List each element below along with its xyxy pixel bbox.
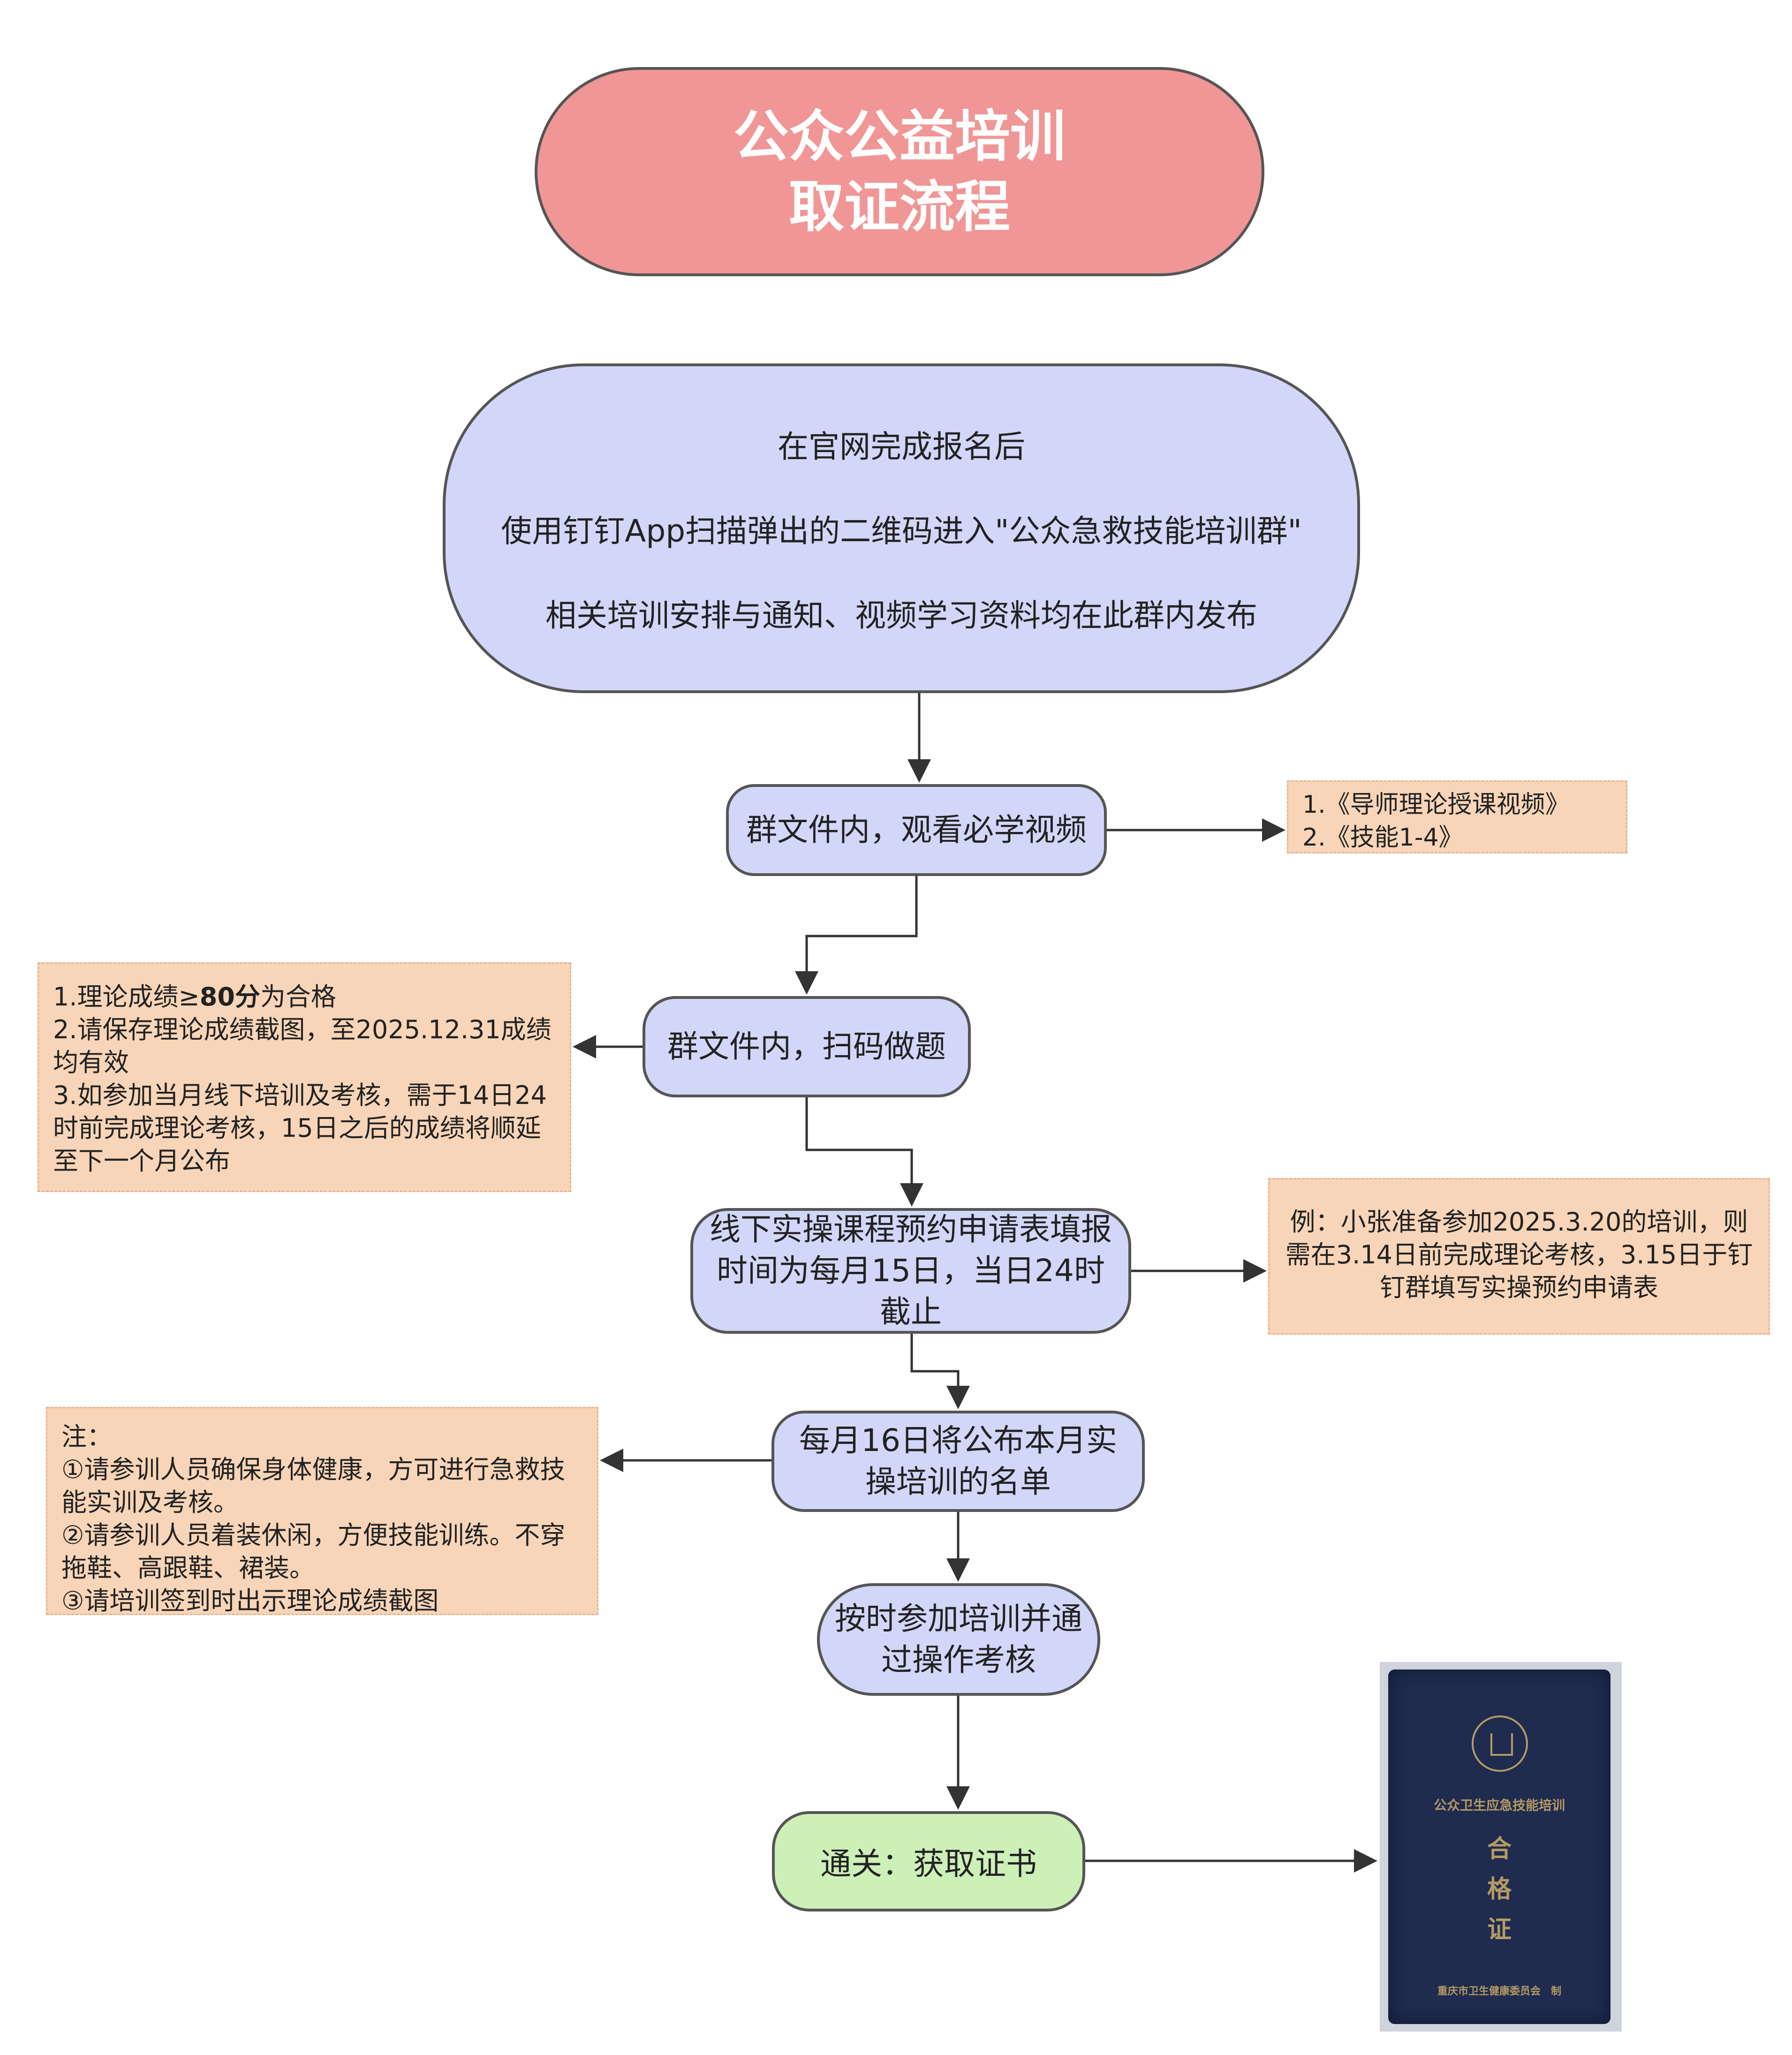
- example-line3: 钉群填写实操预约申请表: [1380, 1273, 1658, 1302]
- title-line2: 取证流程: [788, 174, 1010, 239]
- step-publish-line2: 操培训的名单: [865, 1464, 1051, 1500]
- example-line2: 需在3.14日前完成理论考核，3.15日于钉: [1285, 1240, 1753, 1269]
- attention-heading: 注：: [61, 1422, 112, 1451]
- certificate-issuer: 重庆市卫生健康委员会 制: [1437, 1985, 1561, 1997]
- step-booking: 线下实操课程预约申请表填报 时间为每月15日，当日24时 截止: [690, 1208, 1131, 1334]
- attention-line3: ②请参训人员着装休闲，方便技能训练。不穿: [61, 1520, 566, 1550]
- example-line1: 例：小张准备参加2025.3.20的培训，则: [1290, 1207, 1748, 1237]
- intro-step: 在官网完成报名后 使用钉钉App扫描弹出的二维码进入"公众急救技能培训群" 相关…: [443, 363, 1360, 693]
- flow-title: 公众公益培训 取证流程: [535, 67, 1264, 276]
- step-attend-line2: 过操作考核: [881, 1642, 1036, 1678]
- title-line1: 公众公益培训: [733, 104, 1066, 169]
- note-score-rules: 1.理论成绩≥80分为合格 2.请保存理论成绩截图，至2025.12.31成绩 …: [38, 962, 571, 1192]
- step-final-label: 通关：获取证书: [820, 1846, 1037, 1882]
- intro-line3: 相关培训安排与通知、视频学习资料均在此群内发布: [545, 597, 1257, 634]
- score-rule-3-cont: 时前完成理论考核，15日之后的成绩将顺延: [53, 1113, 541, 1143]
- attention-line4: 拖鞋、高跟鞋、裙装。: [61, 1553, 315, 1583]
- certificate-title-char-3: 证: [1487, 1915, 1512, 1944]
- score-rule-3-end: 至下一个月公布: [53, 1146, 230, 1176]
- certificate-title: 合 格 证: [1388, 1829, 1611, 1950]
- step-publish-list: 每月16日将公布本月实 操培训的名单: [771, 1411, 1145, 1512]
- step-scan-quiz: 群文件内，扫码做题: [643, 996, 971, 1097]
- score-rule-1: 1.理论成绩≥80分为合格: [53, 981, 570, 1013]
- step-booking-line3: 截止: [880, 1294, 942, 1330]
- certificate-title-char-1: 合: [1487, 1835, 1512, 1863]
- certificate-title-char-2: 格: [1487, 1875, 1512, 1904]
- attention-line5: ③请培训签到时出示理论成绩截图: [61, 1586, 439, 1616]
- video-item-1: 1.《导师理论授课视频》: [1302, 791, 1570, 819]
- step-attend-training: 按时参加培训并通 过操作考核: [817, 1583, 1100, 1696]
- note-example: 例：小张准备参加2025.3.20的培训，则 需在3.14日前完成理论考核，3.…: [1268, 1178, 1770, 1335]
- step-booking-line1: 线下实操课程预约申请表填报: [710, 1211, 1112, 1247]
- score-rule-1-suffix: 为合格: [260, 982, 336, 1012]
- score-rule-1-threshold: 80分: [199, 982, 260, 1012]
- step-publish-line1: 每月16日将公布本月实: [799, 1422, 1117, 1458]
- emblem-icon: [1472, 1715, 1528, 1772]
- step-attend-line1: 按时参加培训并通: [835, 1601, 1082, 1637]
- connector-quiz-to-booking: [805, 1097, 923, 1207]
- certificate-booklet: 公众卫生应急技能培训 合 格 证 重庆市卫生健康委员会 制: [1388, 1670, 1611, 2024]
- step-watch-videos: 群文件内，观看必学视频: [726, 784, 1107, 876]
- score-rule-3: 3.如参加当月线下培训及考核，需于14日24: [53, 1080, 547, 1110]
- step-get-certificate: 通关：获取证书: [772, 1811, 1085, 1911]
- note-attention: 注： ①请参训人员确保身体健康，方可进行急救技 能实训及考核。 ②请参训人员着装…: [46, 1407, 598, 1616]
- step-watch-videos-label: 群文件内，观看必学视频: [746, 812, 1087, 848]
- connector-videos-to-quiz: [795, 876, 918, 995]
- score-rule-2-cont: 均有效: [53, 1048, 129, 1077]
- intro-line1: 在官网完成报名后: [778, 428, 1025, 465]
- attention-line2: 能实训及考核。: [61, 1488, 239, 1517]
- attention-line1: ①请参训人员确保身体健康，方可进行急救技: [61, 1455, 566, 1484]
- video-item-2: 2.《技能1-4》: [1302, 824, 1463, 852]
- intro-line2: 使用钉钉App扫描弹出的二维码进入"公众急救技能培训群": [501, 513, 1302, 549]
- score-rule-2: 2.请保存理论成绩截图，至2025.12.31成绩: [53, 1015, 552, 1044]
- step-booking-line2: 时间为每月15日，当日24时: [717, 1253, 1105, 1289]
- certificate-name: 公众卫生应急技能培训: [1433, 1798, 1565, 1813]
- note-video-list: 1.《导师理论授课视频》 2.《技能1-4》: [1287, 780, 1627, 854]
- connector-booking-to-publish: [910, 1334, 970, 1409]
- score-rule-1-prefix: 1.理论成绩≥: [53, 982, 200, 1012]
- step-scan-quiz-label: 群文件内，扫码做题: [667, 1028, 946, 1065]
